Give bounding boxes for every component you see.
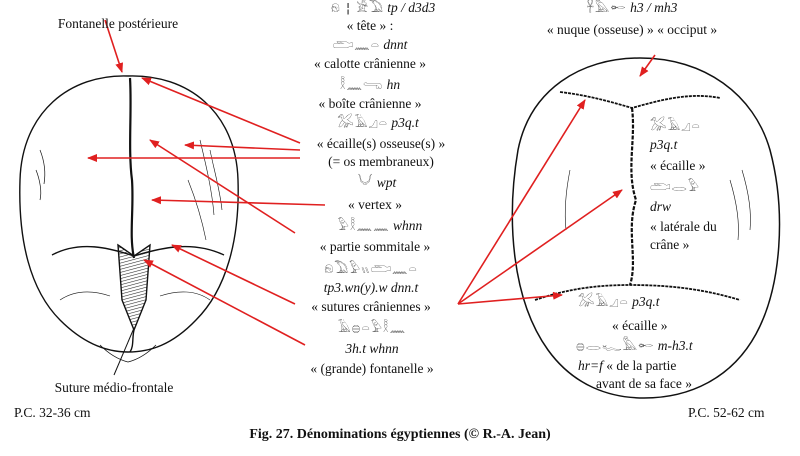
figure-caption: Fig. 27. Dénominations égyptiennes (© R.… (249, 427, 550, 443)
nuque-translit-row: 𓋹𓅓𓄡 h3 / mh3 (587, 0, 678, 17)
ecaille-fr: « écaille(s) osseuse(s) » (317, 136, 446, 152)
hieroglyph-glyphs: 𓅱𓎛𓈖𓈖 (338, 219, 390, 234)
ecaille2-fr: « écaille » (612, 318, 667, 334)
laterale-fr: « latérale du (650, 219, 717, 235)
left-skull-drawing (20, 76, 238, 362)
hieroglyph-glyphs: 𓁶𓅐𓅱𓏭𓂧𓈖𓏏 (324, 262, 417, 277)
fontanelle-glyph-row: 𓄿𓐍𓏏𓅱𓎛𓈖 (338, 320, 406, 337)
hieroglyph-glyphs: 𓐍𓂋𓆑𓅓𓄡 (576, 339, 654, 354)
face2-fr: avant de sa face » (596, 376, 692, 392)
p3qt2-row: 𓅮𓄿𓈎𓏏 p3q.t (578, 294, 660, 311)
hieroglyph-glyphs: 𓅮𓄿𓈎𓏏 (337, 116, 388, 131)
lambdoid-suture (560, 92, 720, 108)
face-row: hr=f « de la partie (578, 358, 676, 374)
p3qt2-translit: p3q.t (632, 294, 659, 309)
face1-fr: « de la partie (606, 358, 676, 373)
wpt-translit: wpt (377, 175, 397, 190)
tete-translit: tp / d3d3 (387, 0, 435, 15)
right-size-label: P.C. 52-62 cm (688, 405, 765, 421)
dnnt-row: 𓂧𓈖𓏏 dnnt (333, 37, 408, 54)
hieroglyph-glyphs: 𓂧𓂋𓅱 (650, 180, 700, 195)
boite-fr: « boîte crânienne » (318, 96, 421, 112)
sommitale-fr: « partie sommitale » (320, 239, 431, 255)
fontanelle-translit: 3h.t whnn (345, 341, 398, 357)
label-suture-medio-frontale: Suture médio-frontale (55, 380, 174, 396)
hieroglyph-glyphs: 𓎛𓈖𓂸 (340, 78, 383, 93)
sutures-fr: « sutures crâniennes » (311, 299, 431, 315)
whnn-translit: whnn (393, 218, 422, 233)
sagittal-suture-adult (630, 108, 636, 285)
hieroglyph-glyphs: 𓅮𓄿𓈎𓏏 (578, 295, 629, 310)
sagittal-suture (130, 78, 134, 258)
nuque-fr: « nuque (osseuse) » « occiput » (547, 22, 717, 38)
hieroglyph-glyphs: 𓄋 (358, 176, 374, 191)
nuque-translit: h3 / mh3 (630, 0, 677, 15)
mh3t-row: 𓐍𓂋𓆑𓅓𓄡 m-h3.t (576, 338, 693, 355)
mh3t-translit: m-h3.t (658, 338, 693, 353)
p3qt1-glyph-row: 𓅮𓄿𓈎𓏏 (650, 118, 701, 135)
tete-fr: « tête » : (347, 18, 394, 34)
tete-translit-row: 𓁶 ¦ 𓀀𓅐 tp / d3d3 (331, 0, 435, 17)
hieroglyph-glyphs: 𓄿𓐍𓏏𓅱𓎛𓈖 (338, 321, 406, 336)
sutures-translit: tp3.wn(y).w dnn.t (324, 280, 419, 296)
hieroglyph-glyphs: 𓅮𓄿𓈎𓏏 (650, 119, 701, 134)
p3qt-translit: p3q.t (391, 115, 418, 130)
dnnt-translit: dnnt (383, 37, 407, 52)
fontanelle-fr: « (grande) fontanelle » (310, 361, 433, 377)
hn-translit: hn (387, 77, 401, 92)
sutures-glyph-row: 𓁶𓅐𓅱𓏭𓂧𓈖𓏏 (324, 261, 417, 278)
hieroglyph-glyphs: 𓁶 ¦ 𓀀𓅐 (331, 1, 384, 16)
crane-fr: crâne » (650, 237, 689, 253)
os-fr: (= os membraneux) (328, 154, 434, 170)
left-size-label: P.C. 32-36 cm (14, 405, 91, 421)
wpt-row: 𓄋 wpt (358, 175, 397, 192)
hrf-translit: hr=f (578, 358, 603, 373)
whnn-row: 𓅱𓎛𓈖𓈖 whnn (338, 218, 423, 235)
p3qt1-translit: p3q.t (650, 137, 677, 153)
hieroglyph-glyphs: 𓋹𓅓𓄡 (587, 1, 627, 16)
fontanelle-anterior (118, 245, 150, 330)
ecaille1-fr: « écaille » (650, 158, 705, 174)
hieroglyph-glyphs: 𓂧𓈖𓏏 (333, 38, 380, 53)
drw-glyph-row: 𓂧𓂋𓅱 (650, 179, 700, 196)
calotte-fr: « calotte crânienne » (314, 56, 426, 72)
label-fontanelle-posterieure: Fontanelle postérieure (58, 16, 178, 32)
vertex-fr: « vertex » (348, 197, 402, 213)
hn-row: 𓎛𓈖𓂸 hn (340, 77, 400, 94)
drw-translit: drw (650, 199, 671, 215)
p3qt-row: 𓅮𓄿𓈎𓏏 p3q.t (337, 115, 419, 132)
